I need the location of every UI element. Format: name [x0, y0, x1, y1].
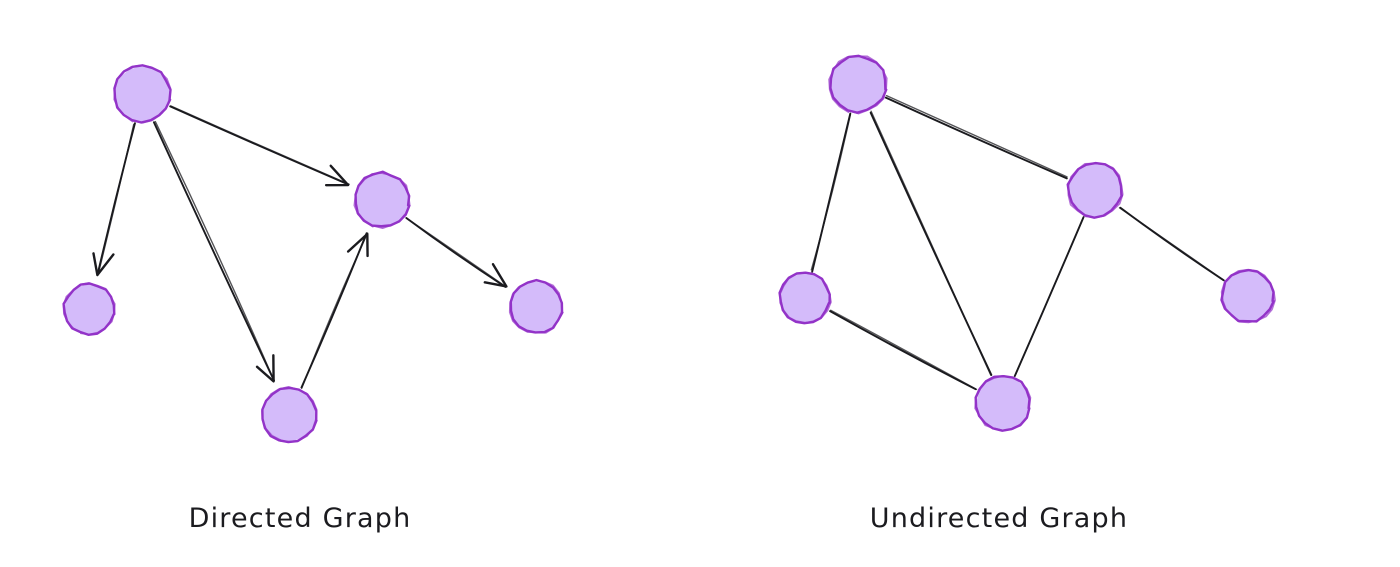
edge-u2-u4[interactable]	[829, 309, 978, 391]
node-d4[interactable]	[261, 385, 318, 444]
node-d3-fill	[354, 173, 410, 227]
node-u4-outline	[974, 374, 1032, 432]
node-d3-outline	[353, 172, 411, 230]
edge-d4-d3[interactable]	[300, 232, 369, 389]
edge-u1-u3[interactable]	[884, 94, 1068, 180]
edge-d1-d4-stroke	[154, 120, 275, 382]
node-u3-outline	[1067, 162, 1124, 219]
nodes-layer	[62, 54, 1276, 444]
edge-d4-d3-arrowhead-icon	[346, 232, 369, 258]
captions-layer: Directed Graph Undirected Graph	[189, 503, 1128, 534]
node-d1-outline	[113, 64, 172, 124]
node-u4-fill	[976, 375, 1030, 430]
edge-u3-u4[interactable]	[1013, 215, 1085, 377]
edge-d3-d5-arrowhead-icon	[483, 263, 508, 288]
directed-graph-caption: Directed Graph	[189, 503, 412, 534]
edge-u1-u2[interactable]	[810, 112, 852, 273]
edge-u3-u4-stroke	[1014, 215, 1085, 376]
node-d5[interactable]	[508, 278, 564, 334]
node-u1-outline	[828, 55, 888, 115]
node-u2[interactable]	[778, 271, 832, 325]
node-u3[interactable]	[1066, 161, 1124, 219]
edge-u2-u4-stroke	[829, 310, 977, 391]
edge-d3-d5[interactable]	[405, 217, 508, 288]
node-d3[interactable]	[353, 170, 411, 230]
node-d2-outline	[62, 282, 116, 336]
edge-d1-d4[interactable]	[152, 120, 275, 383]
edges-layer	[92, 94, 1225, 391]
edge-d4-d3-stroke	[301, 232, 369, 389]
edge-d1-d2-arrowhead-icon	[92, 252, 115, 277]
node-u2-outline	[779, 271, 832, 324]
edge-u1-u2-stroke	[810, 113, 852, 271]
node-d2-fill	[64, 284, 115, 335]
node-d1-fill	[113, 66, 171, 123]
node-u1[interactable]	[828, 54, 888, 115]
node-d4-outline	[261, 385, 318, 443]
node-d4-fill	[262, 387, 316, 442]
edge-u1-u3-stroke	[884, 96, 1068, 180]
node-u1-fill	[829, 56, 887, 112]
node-u5[interactable]	[1220, 268, 1276, 324]
edge-u3-u5[interactable]	[1118, 206, 1225, 282]
node-u3-fill	[1068, 162, 1122, 218]
edge-d1-d4-arrowhead-icon	[255, 354, 275, 383]
node-u4[interactable]	[974, 374, 1032, 432]
node-d1[interactable]	[113, 64, 172, 124]
node-u2-fill	[780, 273, 831, 323]
edge-d1-d3-stroke	[169, 105, 350, 185]
node-d5-fill	[510, 281, 562, 333]
edge-d3-d5-stroke	[405, 217, 507, 288]
node-u5-outline	[1220, 268, 1276, 324]
edge-u1-u4-stroke	[870, 110, 992, 376]
node-u5-fill	[1221, 270, 1275, 323]
edge-d1-d2[interactable]	[92, 122, 136, 277]
node-d5-outline	[508, 279, 563, 334]
edge-u2-u4-stroke	[829, 309, 978, 391]
edge-d1-d3-arrowhead-icon	[324, 164, 350, 187]
node-d2[interactable]	[62, 282, 116, 336]
edge-u1-u4[interactable]	[869, 110, 993, 376]
edge-u1-u3-stroke	[885, 94, 1068, 178]
edge-d1-d4-stroke	[152, 121, 275, 382]
edge-u3-u5-stroke	[1118, 207, 1225, 281]
edge-d1-d3[interactable]	[169, 105, 350, 187]
undirected-graph-caption: Undirected Graph	[870, 503, 1128, 534]
edge-d1-d2-stroke	[97, 123, 135, 275]
